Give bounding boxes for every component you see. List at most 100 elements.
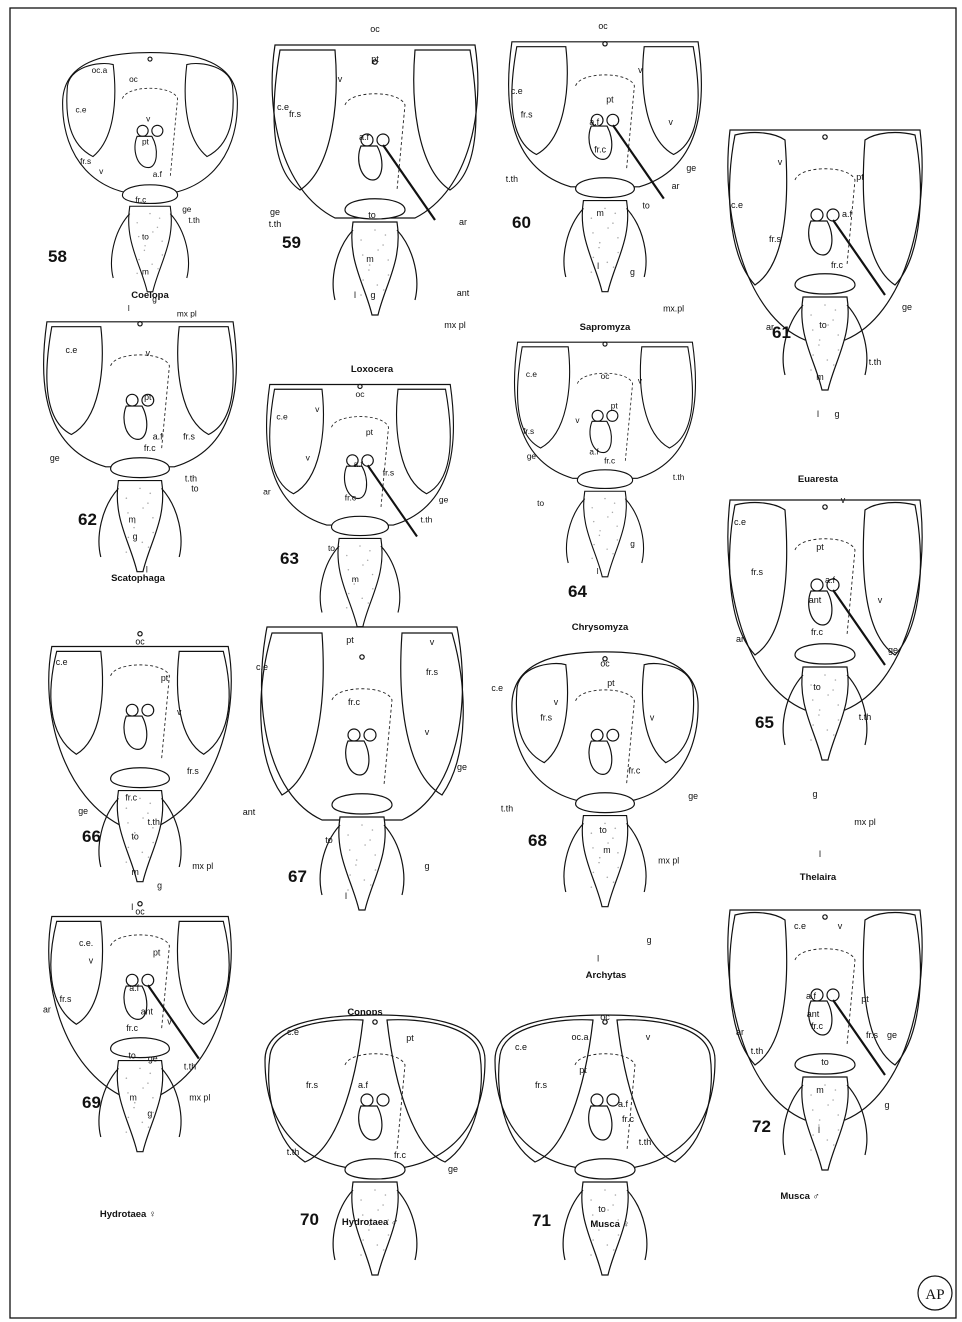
label-t-th: t.th: [869, 357, 882, 367]
label-m: m: [596, 208, 603, 218]
stipple-dot: [824, 1084, 826, 1086]
stipple-dot: [128, 537, 130, 539]
label-v: v: [430, 637, 435, 647]
label-ge: ge: [887, 1030, 897, 1040]
label-ce: c.e.: [79, 938, 93, 948]
stipple-dot: [126, 497, 128, 499]
stipple-dot: [593, 544, 594, 545]
stipple-dot: [364, 844, 366, 846]
stipple-dot: [819, 1119, 821, 1121]
stipple-dot: [372, 829, 374, 831]
label-pt: pt: [579, 1065, 587, 1075]
stipple-dot: [364, 879, 366, 881]
stipple-dot: [360, 239, 362, 241]
figure-number: 72: [752, 1117, 771, 1136]
stipple-dot: [127, 512, 129, 514]
genus-name: Thelaira: [800, 872, 837, 883]
tormae: [122, 185, 177, 204]
stipple-dot: [819, 339, 821, 341]
label-fr-c: fr.c: [594, 145, 606, 155]
stipple-dot: [126, 1131, 128, 1133]
stipple-dot: [810, 684, 812, 686]
stipple-dot: [368, 269, 370, 271]
stipple-dot: [362, 279, 364, 281]
stipple-dot: [833, 364, 835, 366]
label-ant: ant: [457, 288, 470, 298]
label-v2: v: [425, 727, 430, 737]
stipple-dot: [832, 319, 834, 321]
label-oc-a: oc.a: [92, 66, 108, 75]
monogram: AP: [925, 1287, 944, 1303]
stipple-dot: [372, 574, 374, 576]
label-m: m: [603, 845, 610, 855]
stipple-dot: [607, 877, 609, 879]
label-to: to: [142, 232, 149, 241]
label-a-f: a.f: [153, 170, 163, 179]
stipple-dot: [385, 234, 387, 236]
label-fr-s: fr.s: [289, 109, 302, 119]
stipple-dot: [617, 252, 619, 254]
label-g: g: [133, 531, 138, 541]
stipple-dot: [591, 507, 592, 508]
genus-name: Hydrotaea ♂: [342, 1217, 398, 1228]
label-oc: oc: [129, 75, 138, 84]
stipple-dot: [617, 852, 619, 854]
genus-name: Euaresta: [798, 474, 839, 485]
stipple-dot: [607, 842, 609, 844]
stipple-dot: [361, 597, 363, 599]
label-m: m: [128, 515, 135, 525]
stipple-dot: [810, 1094, 812, 1096]
label-m: m: [816, 372, 824, 382]
stipple-dot: [136, 273, 137, 274]
label-t-th: t.th: [673, 473, 685, 482]
stipple-dot: [367, 559, 369, 561]
label-to: to: [813, 682, 821, 692]
stipple-dot: [375, 869, 377, 871]
stipple-dot: [369, 264, 371, 266]
label-v2: v: [306, 453, 311, 463]
label-fr-c: fr.c: [629, 765, 641, 775]
label-mx: mx pl: [177, 310, 197, 319]
stipple-dot: [606, 548, 607, 549]
stipple-dot: [591, 886, 593, 888]
label-pt: pt: [142, 138, 150, 147]
label-fr-s: fr.s: [183, 431, 195, 441]
label-fr-c: fr.c: [811, 1021, 824, 1031]
stipple-dot: [833, 1144, 835, 1146]
stipple-dot: [355, 864, 357, 866]
figure-number: 64: [568, 582, 587, 601]
stipple-dot: [832, 1099, 834, 1101]
stipple-dot: [346, 607, 348, 609]
head-outline: [262, 627, 463, 820]
stipple-dot: [387, 259, 389, 261]
stipple-dot: [613, 266, 615, 268]
label-ar: ar: [263, 487, 271, 497]
label-fr-s: fr.s: [80, 157, 91, 166]
label-ce: c.e: [515, 1042, 527, 1052]
label-ce: c.e: [511, 86, 523, 96]
label-g: g: [630, 267, 635, 277]
figure-number: 60: [512, 213, 531, 232]
label-pt: pt: [816, 542, 824, 552]
label-to: to: [131, 832, 138, 842]
label-mx: mx.pl: [663, 303, 684, 313]
label-fr-c: fr.c: [831, 260, 844, 270]
label-oc-a: oc.a: [571, 1032, 588, 1042]
label-pt: pt: [406, 1033, 414, 1043]
stipple-dot: [812, 724, 814, 726]
label-m: m: [142, 267, 149, 276]
tormae: [576, 178, 635, 198]
genus-name: Loxocera: [351, 364, 394, 375]
label-v: v: [838, 921, 843, 931]
tormae: [332, 794, 392, 814]
stipple-dot: [827, 359, 829, 361]
label-ar: ar: [459, 217, 467, 227]
label-oc: oc: [601, 372, 610, 381]
genus-name: Musca ♂: [780, 1191, 819, 1202]
stipple-dot: [148, 546, 150, 548]
stipple-dot: [614, 213, 616, 215]
stipple-dot: [361, 824, 363, 826]
label-l: l: [819, 849, 821, 859]
stipple-dot: [827, 1139, 829, 1141]
